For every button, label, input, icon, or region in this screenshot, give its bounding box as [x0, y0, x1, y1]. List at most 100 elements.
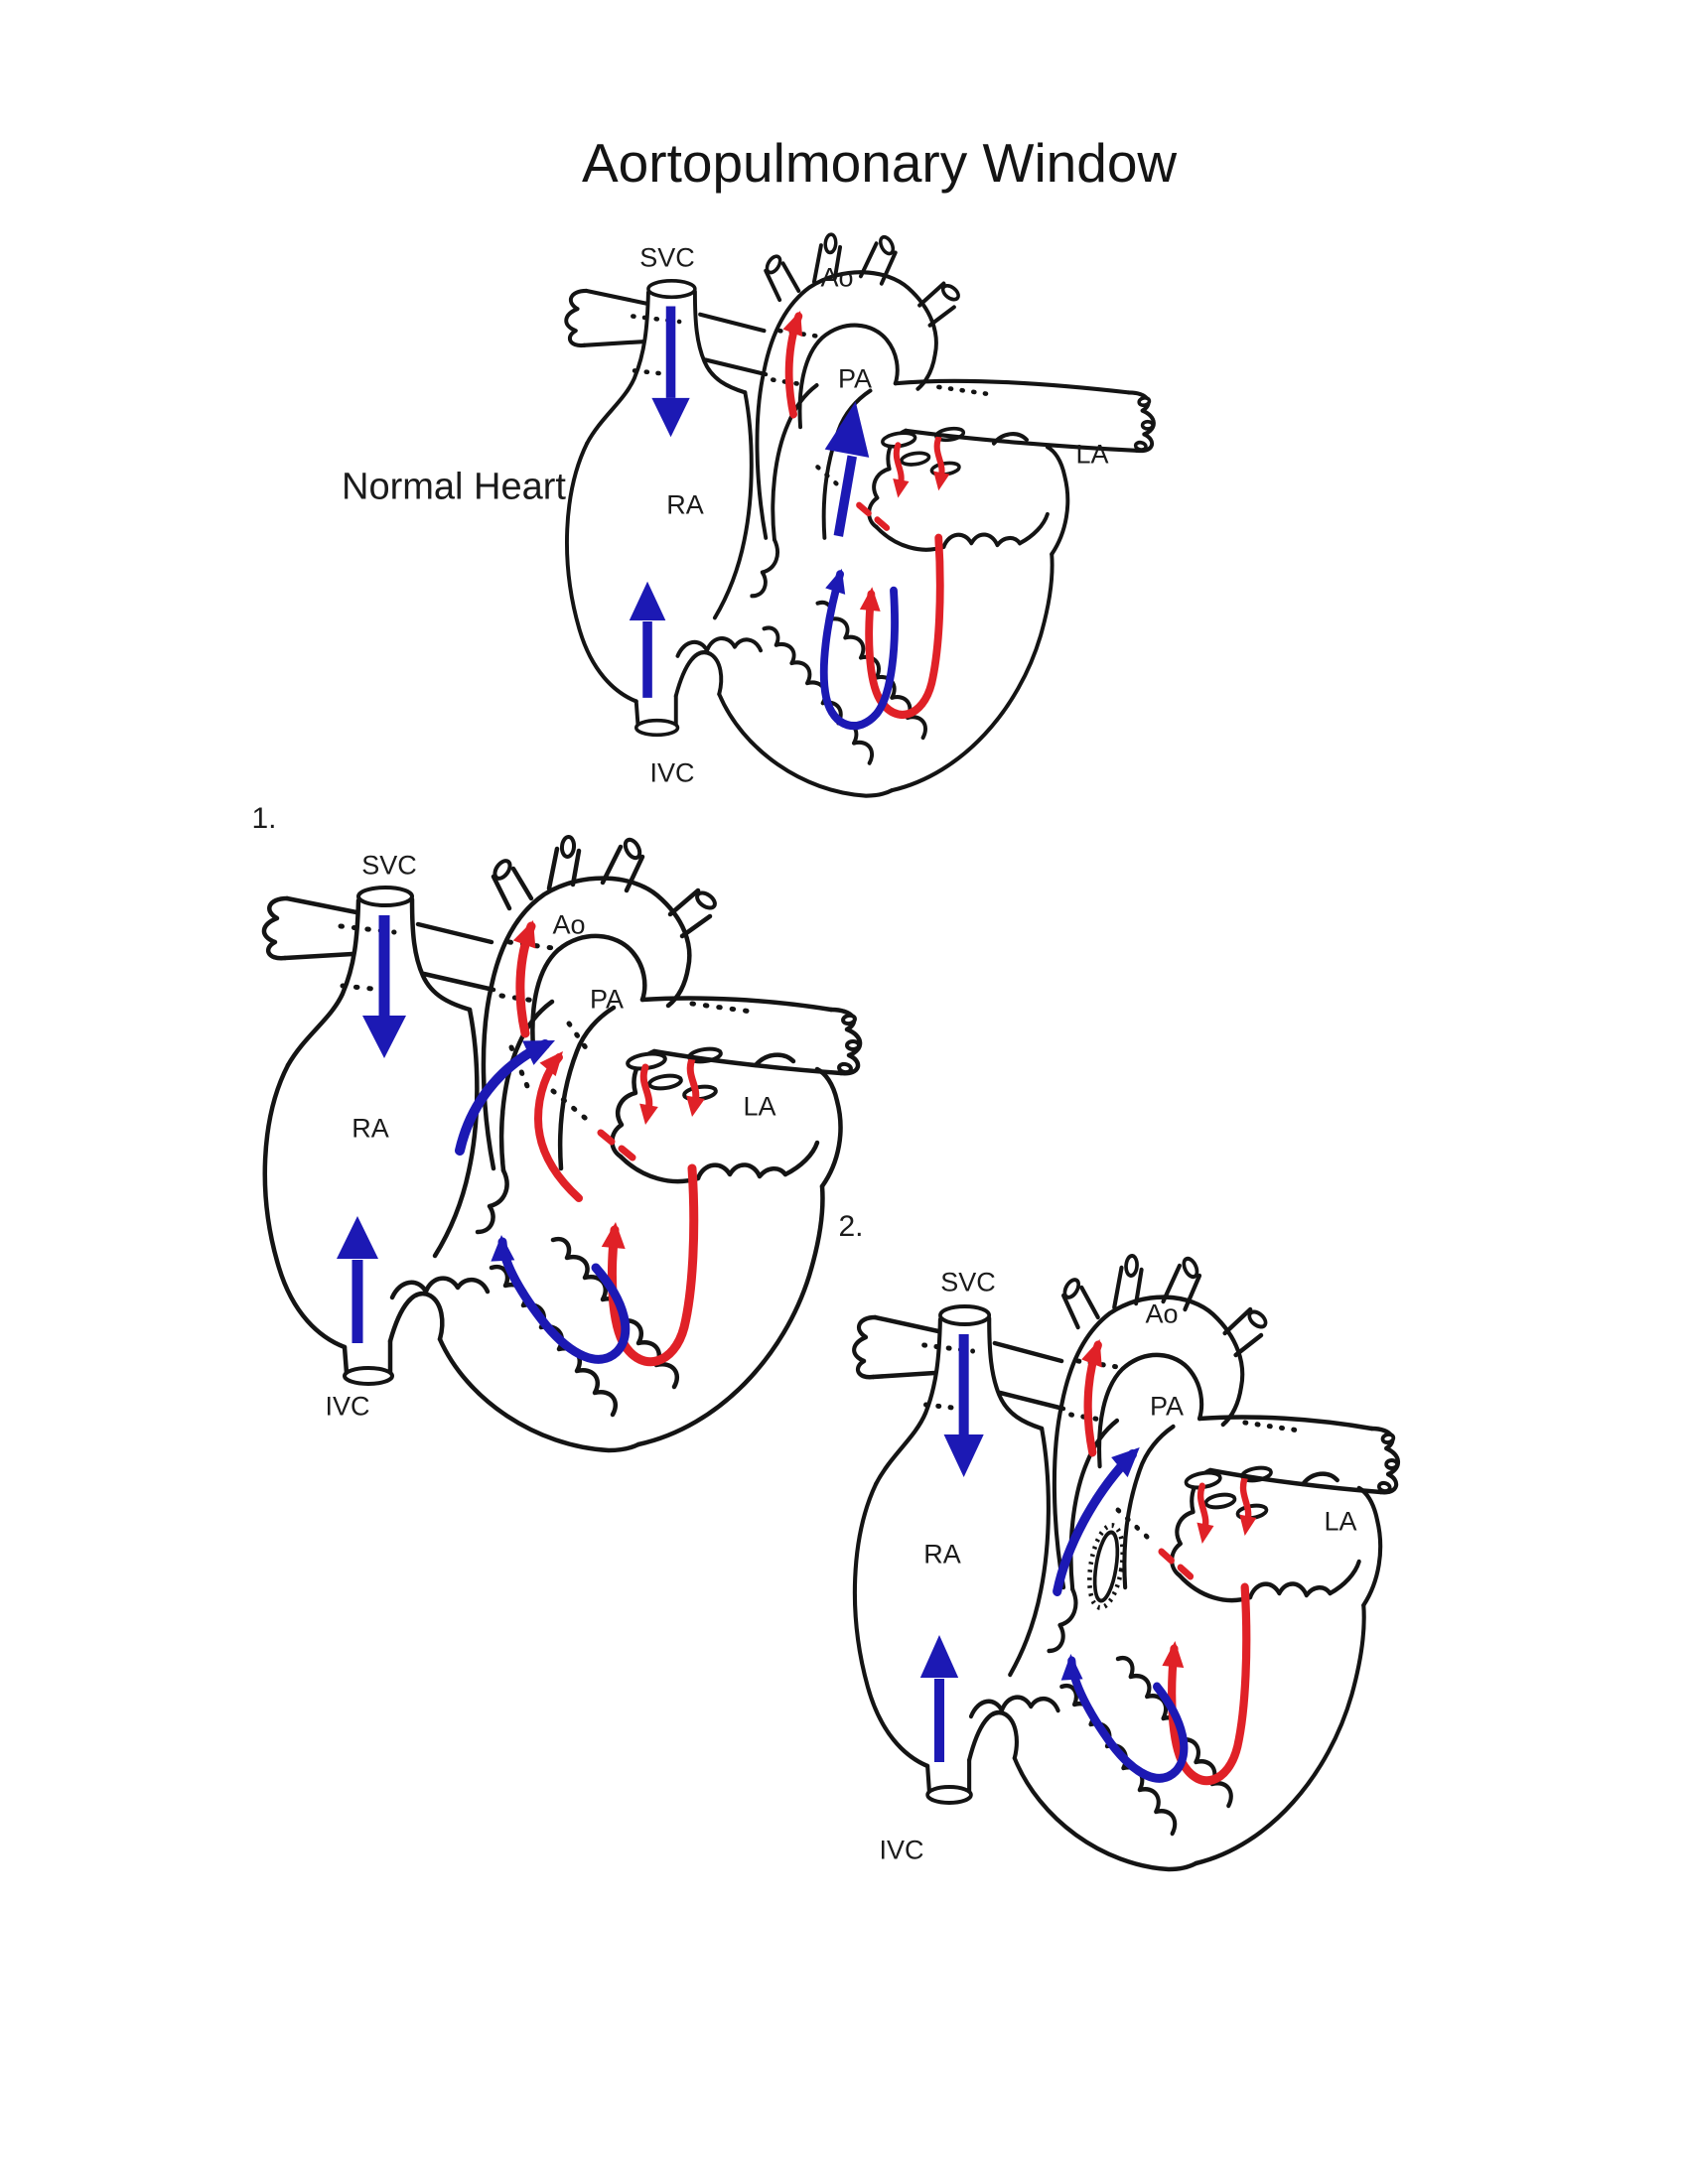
rpa-cut-end — [852, 1314, 878, 1380]
flow-vein-arrowhead — [639, 1103, 658, 1125]
mitral-valve-bumps — [1248, 1581, 1333, 1600]
aortic-arch-inner — [797, 323, 900, 430]
svc-opening — [356, 886, 414, 907]
aortic-arch — [481, 876, 692, 1171]
flow-vein-arrowhead — [686, 1095, 705, 1117]
lpa-cut-tip — [845, 1039, 861, 1051]
label-svc-defect: SVC — [361, 850, 417, 881]
label-la-defect: LA — [743, 1091, 776, 1122]
label-svc-normal: SVC — [639, 242, 695, 273]
ap-window-dotted — [566, 1021, 590, 1052]
la-outline — [1328, 1559, 1361, 1596]
arch-branch-tip — [765, 254, 782, 275]
page-title: Aortopulmonary Window — [582, 132, 1178, 194]
arch-branch — [491, 874, 512, 911]
flow-vein-arrowhead — [1239, 1514, 1257, 1536]
lpa-cut-tip — [1380, 1432, 1396, 1445]
ra-outline — [712, 390, 754, 620]
surgical-patch — [1092, 1530, 1120, 1603]
number-1: 1. — [251, 802, 277, 835]
arch-branch — [1061, 1293, 1080, 1330]
flow-mitral-dash — [1177, 1564, 1195, 1580]
label-la-normal: LA — [1075, 439, 1109, 470]
arch-branch-tip — [1124, 1254, 1139, 1278]
rpa-cut-end — [261, 895, 290, 961]
pericardium-dotted — [1115, 1507, 1155, 1545]
arch-branch-tip — [823, 232, 838, 255]
tricuspid-valve-bumps — [675, 636, 763, 658]
lpa-vessel — [893, 378, 1131, 395]
arch-branch — [1079, 1285, 1100, 1320]
arch-branch-tip — [695, 890, 717, 910]
ivc-opening — [925, 1785, 973, 1805]
arch-branch — [1112, 1265, 1124, 1310]
tricuspid-valve-bumps — [968, 1695, 1060, 1719]
pa-trunk — [1122, 1424, 1176, 1590]
arch-branch-tip — [559, 835, 577, 859]
lv-outer-wall — [890, 552, 1055, 793]
arch-branch-tip — [1247, 1309, 1268, 1329]
flow-ivc-arrowhead — [629, 581, 666, 621]
arch-branch — [1233, 1332, 1264, 1358]
arch-branch — [1134, 1267, 1144, 1306]
septum-wavy — [762, 625, 875, 765]
aortic-arch-inner — [530, 933, 647, 1050]
rpa-vessel — [282, 951, 355, 961]
la-outline — [814, 1066, 843, 1189]
rpa-vessel — [421, 971, 496, 993]
lpa-cut-tip — [841, 1013, 857, 1026]
flow-mitral-dash — [1158, 1548, 1175, 1565]
flow-pa-arrow — [833, 455, 857, 537]
ivc-outline — [925, 1763, 932, 1795]
flow-rv-loop-arrowhead — [1060, 1654, 1083, 1681]
rpa-vessel — [698, 312, 767, 334]
flow-ivc-arrowhead — [919, 1635, 959, 1678]
caption-normal-heart: Normal Heart — [342, 466, 566, 508]
flow-pa-arrowhead — [824, 401, 870, 458]
arch-branch — [600, 844, 624, 886]
svc-opening — [646, 279, 697, 300]
ivc-opening — [343, 1366, 394, 1386]
rpa-vessel — [415, 921, 494, 945]
arch-branch-tip — [940, 283, 960, 302]
flow-aorta-arrowhead — [512, 920, 536, 949]
rv-outflow-bumps — [1047, 1586, 1078, 1654]
flow-mitral-dash — [856, 501, 872, 517]
svc-outline — [987, 1315, 1045, 1432]
flow-lv-loop-arrowhead — [859, 587, 881, 612]
flow-aorta-arrowhead — [1081, 1339, 1102, 1368]
rpa-vessel — [871, 1370, 937, 1380]
pericardium-dotted — [631, 314, 682, 325]
tricuspid-valve-bumps — [389, 1276, 491, 1300]
flow-aorta-arrowhead — [782, 311, 803, 338]
flow-svc-arrowhead — [651, 397, 690, 438]
lpa-vessel — [1196, 1415, 1374, 1432]
rv-inflow-hump — [673, 650, 724, 699]
label-ao-defect: Ao — [552, 909, 586, 940]
flow-lv-loop-arrowhead — [601, 1222, 626, 1249]
pericardium-dotted — [921, 1342, 976, 1354]
arch-branch — [1222, 1306, 1253, 1336]
heart-repaired-2 — [852, 1254, 1401, 1872]
rpa-vessel — [703, 357, 769, 377]
label-svc-repaired: SVC — [940, 1267, 996, 1297]
lpa-cut-tip — [837, 1061, 853, 1075]
arch-branch-tip — [879, 234, 896, 256]
arch-branch — [927, 305, 956, 328]
aortic-arch-inner — [1097, 1352, 1204, 1469]
heart-bottom — [437, 1336, 641, 1453]
number-2: 2. — [838, 1210, 864, 1243]
flow-shunt-arrowhead — [539, 1051, 563, 1077]
pericardium-dotted — [1242, 1420, 1302, 1433]
label-ra-repaired: RA — [923, 1539, 961, 1570]
ivc-outline — [633, 699, 640, 728]
label-ivc-repaired: IVC — [879, 1835, 924, 1865]
label-ivc-defect: IVC — [325, 1391, 370, 1422]
flow-rv-loop-arrowhead — [491, 1235, 515, 1262]
svc-opening — [938, 1304, 992, 1326]
arch-branch — [764, 268, 782, 303]
flow-mitral-dash — [597, 1129, 616, 1146]
la-outline — [1018, 511, 1050, 546]
flow-rv-loop-arrowhead — [825, 568, 846, 595]
